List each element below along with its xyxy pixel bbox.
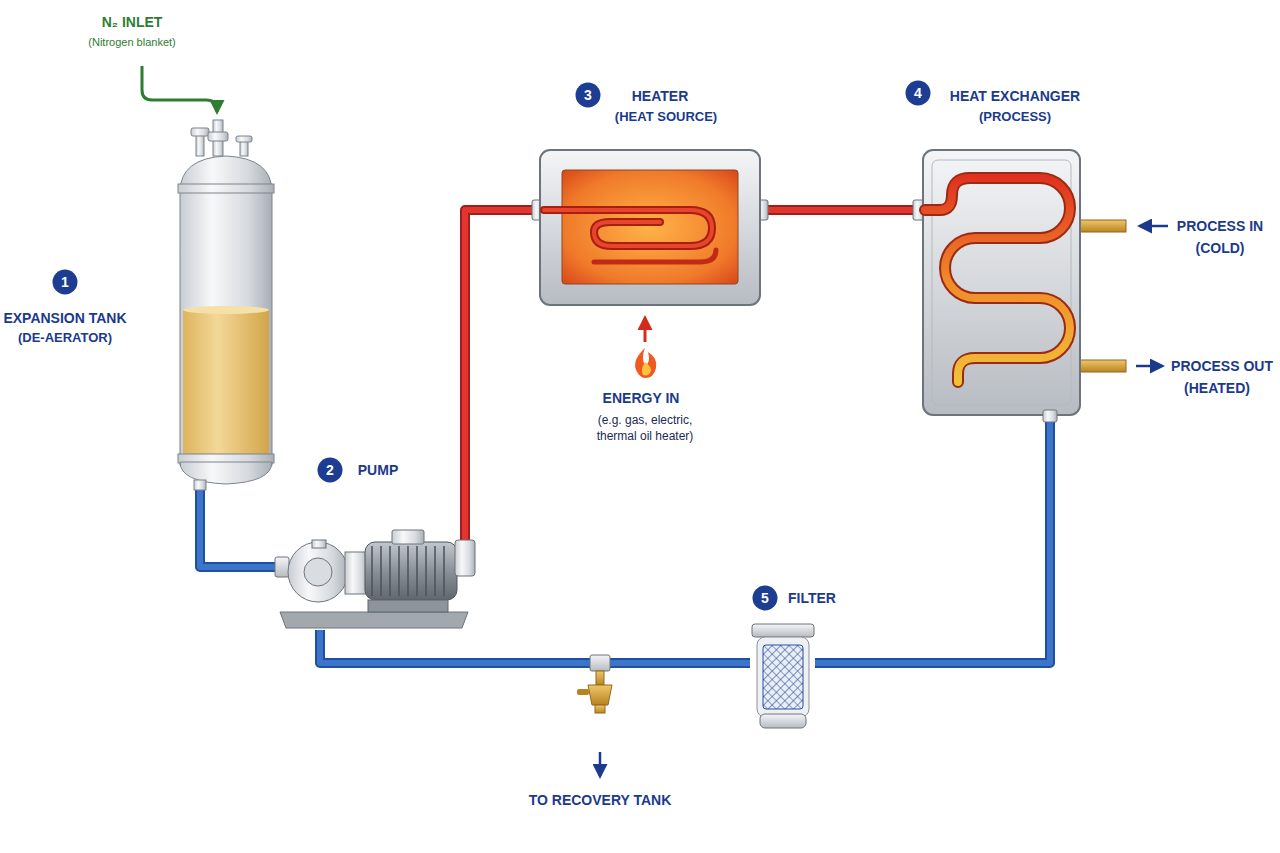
motor-fin [407, 546, 409, 596]
heater [532, 150, 768, 305]
pipe-outline [815, 415, 1050, 663]
pipe [760, 207, 920, 213]
motor-fin [398, 546, 400, 596]
pipe-outline [760, 205, 920, 215]
pipe [320, 630, 750, 663]
pipe [465, 210, 540, 540]
expansion-tank: 1EXPANSION TANK(DE-AERATOR) [175, 118, 275, 490]
pump: 2PUMP [275, 540, 475, 630]
energy-label: ENERGY IN [603, 390, 680, 407]
drain-label: TO RECOVERY TANK [529, 792, 672, 809]
motor-fin [443, 546, 445, 596]
pipe-outline [200, 490, 275, 567]
heat-exchanger: 4HEAT EXCHANGER(PROCESS) [920, 150, 1080, 415]
pipe-outline [465, 210, 540, 540]
process-label: PROCESS OUT [1171, 358, 1273, 375]
pipe [200, 490, 275, 567]
callout-number: 1 [53, 270, 78, 295]
heat-exchanger [913, 150, 1126, 422]
part-subtitle: (DE-AERATOR) [18, 329, 112, 346]
callout-number: 5 [753, 586, 778, 611]
motor-fin [416, 546, 418, 596]
part-subtitle: (HEAT SOURCE) [615, 108, 717, 125]
callout-number: 4 [906, 81, 931, 106]
inlet-note: (Nitrogen blanket) [88, 34, 175, 51]
part-name: PUMP [358, 462, 398, 479]
motor-fin [371, 546, 373, 596]
heater: 3HEATER(HEAT SOURCE) [540, 150, 760, 305]
part-name: FILTER [788, 590, 836, 607]
callout-number: 2 [318, 458, 343, 483]
motor-fin [434, 546, 436, 596]
pump [275, 530, 475, 628]
pipe-outline [320, 630, 750, 663]
inlet-label: N₂ INLET [102, 14, 163, 31]
part-name: EXPANSION TANK [3, 310, 126, 327]
part-name: HEATER [632, 88, 689, 105]
process-in-arrow [1140, 225, 1168, 228]
process-note: (COLD) [1196, 240, 1245, 257]
part-subtitle: (PROCESS) [979, 108, 1051, 125]
nitrogen-arrow [142, 66, 217, 112]
filter: 5FILTER [750, 625, 815, 730]
energy-note: (e.g. gas, electric, thermal oil heater) [579, 412, 711, 444]
callout-number: 3 [576, 83, 601, 108]
expansion-tank [178, 120, 274, 490]
motor-fin [380, 546, 382, 596]
process-note: (HEATED) [1184, 380, 1250, 397]
part-name: HEAT EXCHANGER [950, 88, 1080, 105]
pipe [815, 415, 1050, 663]
energy-in-symbol [635, 318, 656, 378]
filter [752, 624, 814, 728]
process-label: PROCESS IN [1177, 218, 1263, 235]
motor-fin [389, 546, 391, 596]
drain-valve [577, 655, 612, 776]
process-out-arrow [1136, 365, 1162, 368]
motor-fin [425, 546, 427, 596]
